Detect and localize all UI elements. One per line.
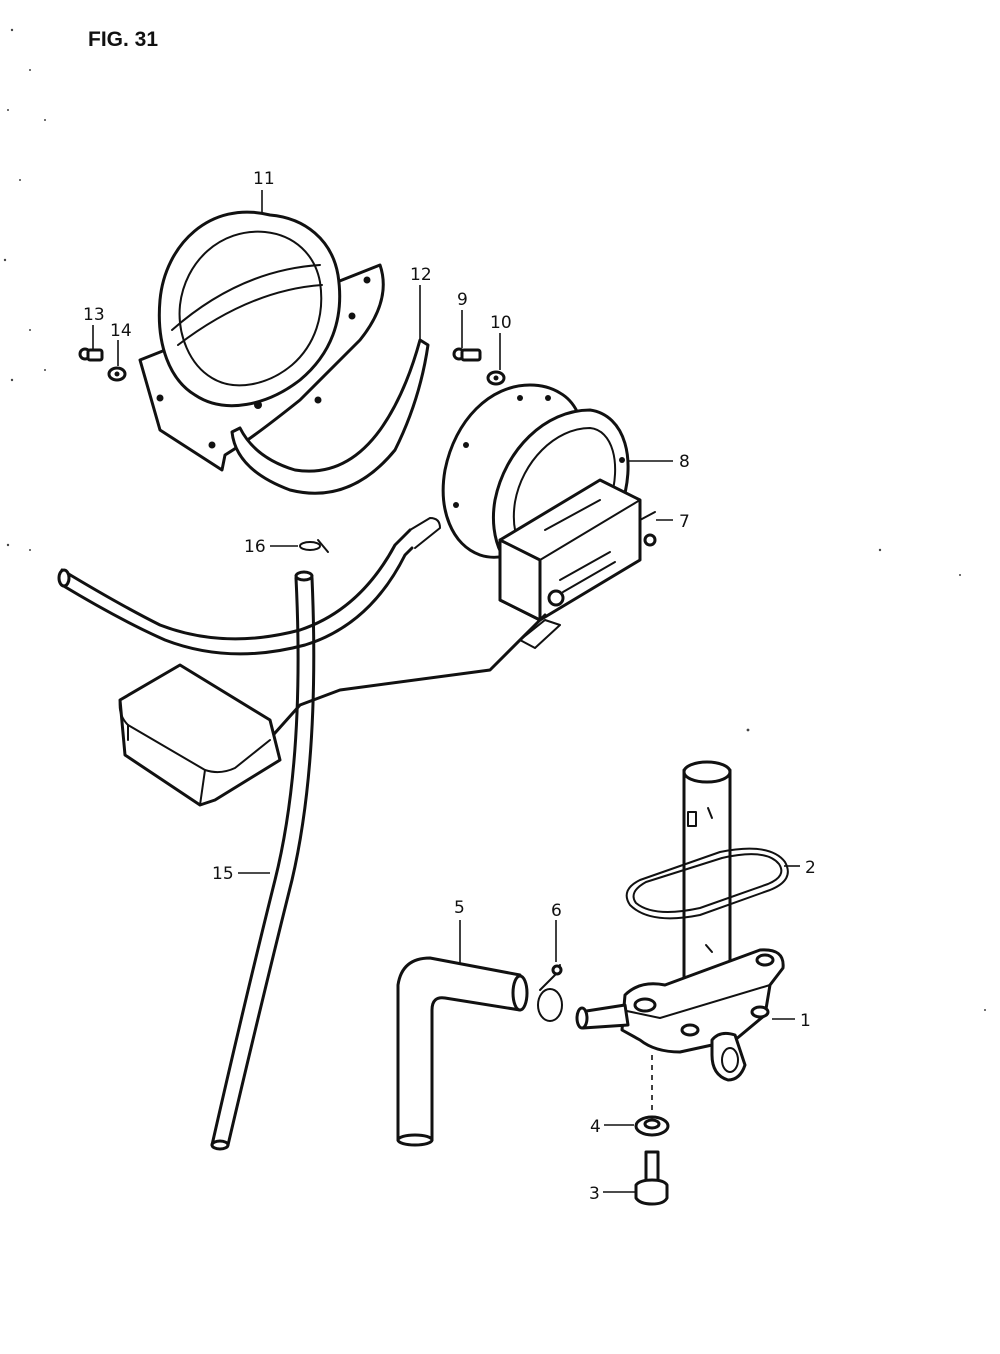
callout-16: 16: [244, 537, 266, 557]
callout-12: 12: [410, 265, 432, 285]
callout-15: 15: [212, 864, 234, 884]
callout-7: 7: [679, 512, 690, 532]
callout-9: 9: [457, 290, 468, 310]
part-6-hose-clip: [537, 964, 563, 1022]
float-arm: [240, 613, 547, 772]
part-4-washer: [634, 1115, 670, 1137]
callout-13: 13: [83, 305, 105, 325]
part-9-bolt: [452, 347, 482, 362]
part-13-bolt: [78, 347, 104, 362]
callout-8: 8: [679, 452, 690, 472]
callout-14: 14: [110, 321, 132, 341]
callout-2: 2: [805, 858, 816, 878]
part-15-tube: [210, 570, 316, 1151]
part-16-clip: [299, 539, 329, 553]
callout-4: 4: [590, 1117, 601, 1137]
callout-labels: 11 12 13 14 9 10 8 7 16 15 5 6 2 1 4 3: [83, 169, 816, 1204]
figure-title: FIG. 31: [88, 28, 158, 51]
part-14-washer: [107, 366, 127, 382]
callout-5: 5: [454, 898, 465, 918]
part-2-o-ring: [625, 847, 789, 920]
scan-noise: [3, 28, 986, 1011]
leader-lines: [92, 190, 800, 1193]
part-5-elbow-hose: [396, 956, 529, 1147]
callout-11: 11: [253, 169, 275, 189]
part-10-washer: [486, 370, 506, 386]
callout-1: 1: [800, 1011, 811, 1031]
callout-6: 6: [551, 901, 562, 921]
float: [118, 663, 282, 807]
wire-lead: [57, 517, 441, 656]
callout-10: 10: [490, 313, 512, 333]
part-12-cushion-strip: [230, 338, 430, 495]
part-3-screw: [634, 1150, 669, 1206]
part-11-bracket: [138, 210, 385, 472]
part-7-fuel-sender: [498, 478, 657, 649]
part-1-fuel-cock: [575, 760, 785, 1082]
callout-3: 3: [589, 1184, 600, 1204]
